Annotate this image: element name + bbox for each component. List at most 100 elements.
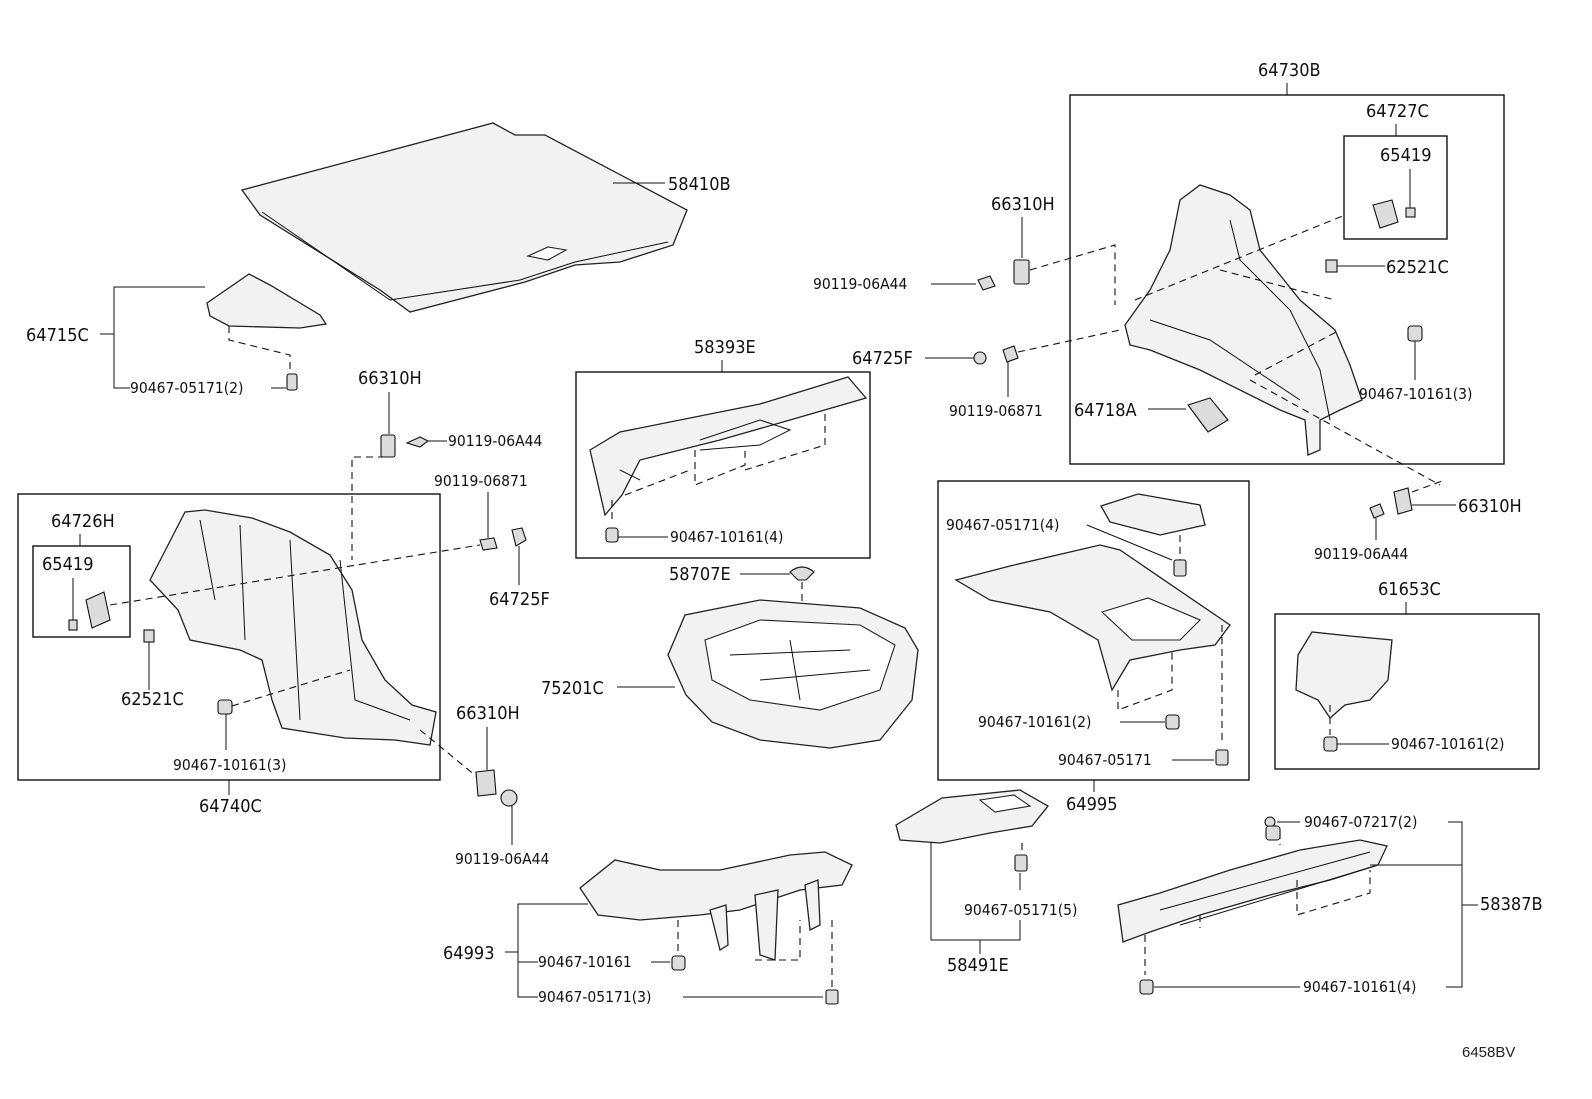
dash-66310h-a (351, 456, 385, 560)
label-90467-05171-2: 90467-05171(2) (130, 379, 244, 397)
label-90467-10161-2-a: 90467-10161(2) (978, 713, 1092, 731)
leader-58387b (1154, 821, 1478, 988)
dash-64715c (228, 326, 291, 372)
label-66310h-c: 66310H (991, 194, 1055, 215)
tray-75201c[interactable] (667, 599, 919, 749)
label-90467-05171-4: 90467-05171(4) (946, 516, 1060, 534)
label-90467-10161-2-b: 90467-10161(2) (1391, 735, 1505, 753)
label-64740c: 64740C (199, 796, 262, 817)
side-trim-panel-64740c[interactable] (149, 509, 437, 746)
group-box-64730b (1069, 94, 1505, 465)
label-62521c-a: 62521C (121, 689, 184, 710)
plate-58387b[interactable] (1117, 839, 1388, 943)
clip-90467-07217-b (1265, 825, 1281, 841)
dash-66310h-c (1029, 244, 1116, 305)
leader-64993 (505, 903, 823, 998)
label-64726h: 64726H (51, 511, 115, 532)
dash-64740c (109, 544, 481, 707)
clip-90467-10161-4-b (1139, 979, 1154, 995)
bracket-64993[interactable] (579, 851, 853, 961)
label-75201c: 75201C (541, 678, 604, 699)
label-90119-06a44-d: 90119-06A44 (1314, 545, 1409, 563)
clip-62521c-a (143, 629, 155, 643)
bracket-64727c (1372, 199, 1399, 229)
label-66310h-a: 66310H (358, 368, 422, 389)
label-66310h-d: 66310H (1458, 496, 1522, 517)
clip-90467-10161-b (671, 955, 686, 971)
label-90467-05171-5: 90467-05171(5) (964, 901, 1078, 919)
garnish-58393e[interactable] (589, 376, 868, 517)
label-90467-10161-4-a: 90467-10161(4) (670, 528, 784, 546)
group-box-64727c (1343, 135, 1448, 240)
clip-64725f-b (973, 351, 987, 365)
group-box-58393e (575, 371, 871, 559)
label-61653c: 61653C (1378, 579, 1441, 600)
dash-64730b (1134, 214, 1441, 486)
bolt-90119-06a44-c (977, 275, 996, 291)
label-58393e: 58393E (694, 337, 756, 358)
label-64727c: 64727C (1366, 101, 1429, 122)
bolt-90119-06a44-d (1369, 503, 1385, 519)
cap-58707e (789, 566, 815, 581)
label-64715c: 64715C (26, 325, 89, 346)
cover-64995[interactable] (954, 493, 1231, 692)
clip-90467-05171-3 (825, 989, 839, 1005)
label-90467-10161-3-b: 90467-10161(3) (1359, 385, 1473, 403)
clip-90467-10161-2-a (1165, 714, 1180, 730)
deck-board-58410b[interactable] (240, 122, 688, 313)
label-64725f-a: 64725F (489, 589, 550, 610)
bracket-66310h-b (475, 769, 497, 797)
label-90467-05171: 90467-05171 (1058, 751, 1152, 769)
label-65419-b: 65419 (1380, 145, 1432, 166)
dash-64993 (677, 920, 833, 990)
dash-90119-06871-b (1017, 329, 1121, 353)
clip-64725f-a (511, 527, 527, 547)
label-64993: 64993 (443, 943, 495, 964)
clip-65419-a (68, 619, 78, 631)
label-90467-10161: 90467-10161 (538, 953, 632, 971)
bolt-90119-06a44-a (405, 436, 430, 448)
label-58410b: 58410B (668, 174, 731, 195)
label-64730b: 64730B (1258, 60, 1321, 81)
label-90119-06a44-b: 90119-06A44 (455, 850, 550, 868)
bracket-66310h-d (1393, 487, 1413, 515)
bolt-90119-06a44-b (500, 789, 518, 807)
bracket-61653c[interactable] (1295, 631, 1393, 719)
vent-64718a (1187, 397, 1229, 433)
clip-65419-b (1405, 207, 1416, 218)
label-62521c-b: 62521C (1386, 257, 1449, 278)
clip-90467-10161-4-a (605, 527, 619, 543)
label-58387b: 58387B (1480, 894, 1543, 915)
label-58707e: 58707E (669, 564, 731, 585)
dash-64995 (1117, 535, 1223, 745)
label-90119-06871-a: 90119-06871 (434, 472, 528, 490)
group-box-61653c (1274, 613, 1540, 770)
clip-90467-05171 (1215, 749, 1229, 766)
figure-code: 6458BV (1462, 1044, 1515, 1061)
bolt-90119-06871-b (1002, 345, 1019, 363)
side-trim-panel-64730b[interactable] (1124, 184, 1363, 456)
label-90119-06871-b: 90119-06871 (949, 402, 1043, 420)
label-58491e: 58491E (947, 955, 1009, 976)
cover-64715c[interactable] (206, 273, 328, 329)
label-64995: 64995 (1066, 794, 1118, 815)
clip-90467-10161-a (217, 699, 233, 715)
label-90119-06a44-a: 90119-06A44 (448, 432, 543, 450)
bracket-66310h-a (380, 434, 396, 458)
label-90119-06a44-c: 90119-06A44 (813, 275, 908, 293)
leader-90467-05171-4 (1086, 524, 1173, 561)
label-90467-10161-3-a: 90467-10161(3) (173, 756, 287, 774)
clip-90467-10161-3-b (1407, 325, 1423, 342)
clip-90467-05171-4 (1173, 559, 1187, 577)
dash-66310h-b (419, 729, 477, 777)
label-90467-05171-3: 90467-05171(3) (538, 988, 652, 1006)
clip-62521c-b (1325, 259, 1338, 273)
leader-64715c (100, 286, 205, 389)
group-box-64726h (32, 545, 131, 638)
clip-90467-10161-2-b (1323, 736, 1338, 752)
label-66310h-b: 66310H (456, 703, 520, 724)
box-58491e[interactable] (895, 789, 1049, 844)
dash-66310h-d (1411, 479, 1446, 493)
